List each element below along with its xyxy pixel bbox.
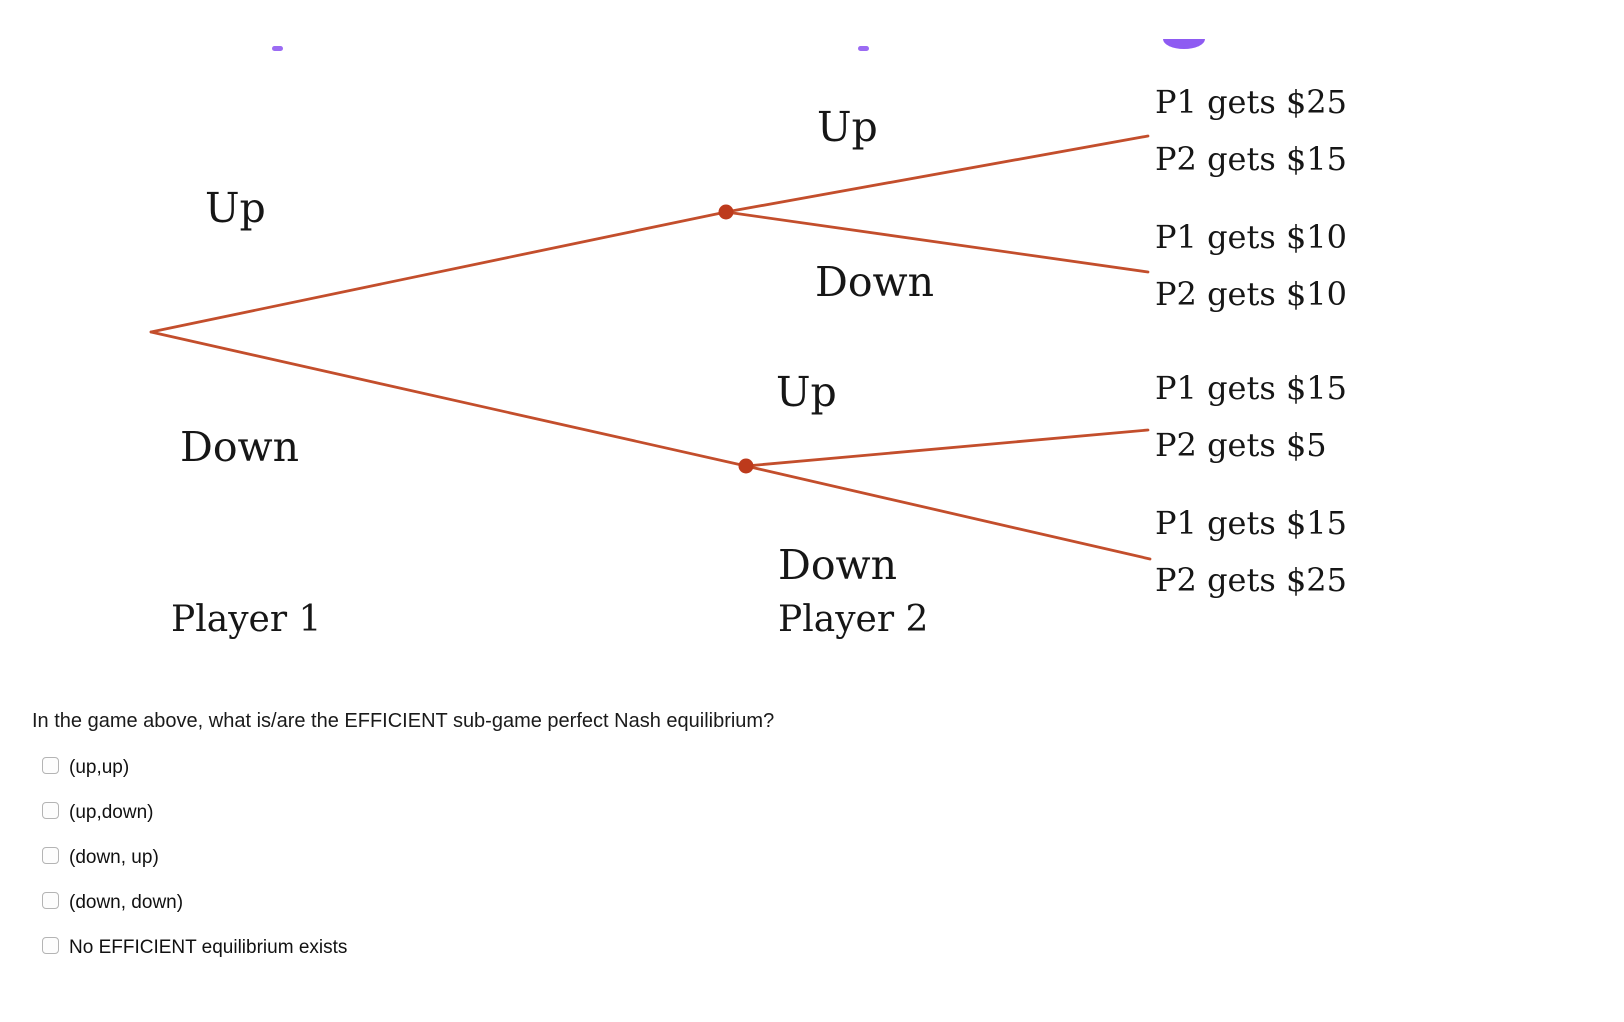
- checkbox-up-down[interactable]: [42, 802, 59, 819]
- option-label[interactable]: (down, up): [69, 847, 159, 868]
- option-row-down-down[interactable]: (down, down): [42, 891, 183, 914]
- branch-bottom-down: [744, 464, 1152, 561]
- decision-node-bottom: [738, 458, 754, 474]
- payoff-line: P1 gets $10: [1155, 218, 1348, 256]
- payoff-line: P1 gets $15: [1155, 369, 1348, 407]
- payoff-line: P2 gets $25: [1155, 561, 1348, 599]
- label-player1: Player 1: [171, 599, 322, 640]
- purple-dash-icon: [272, 46, 283, 51]
- payoff-group: P1 gets $15 P2 gets $5: [1155, 360, 1347, 474]
- payoff-group: P1 gets $15 P2 gets $25: [1155, 495, 1347, 609]
- checkbox-down-up[interactable]: [42, 847, 59, 864]
- checkbox-up-up[interactable]: [42, 757, 59, 774]
- label-p2-bottom-down: Down: [778, 541, 898, 589]
- payoff-group: P1 gets $10 P2 gets $10: [1155, 209, 1347, 323]
- payoff-line: P2 gets $15: [1155, 140, 1348, 178]
- option-row-up-down[interactable]: (up,down): [42, 801, 154, 824]
- payoff-group: P1 gets $25 P2 gets $15: [1155, 74, 1347, 188]
- branch-top-down: [724, 210, 1150, 274]
- payoff-line: P2 gets $5: [1155, 426, 1327, 464]
- option-row-up-up[interactable]: (up,up): [42, 756, 129, 779]
- label-p2-top-down: Down: [815, 258, 935, 306]
- branch-top-up: [724, 134, 1150, 214]
- checkbox-down-down[interactable]: [42, 892, 59, 909]
- option-label[interactable]: (up,up): [69, 757, 130, 778]
- purple-dash-icon: [858, 46, 869, 51]
- branch-root-down: [149, 330, 748, 468]
- checkbox-no-equilibrium[interactable]: [42, 937, 59, 954]
- option-label[interactable]: (down, down): [69, 892, 184, 913]
- option-row-no-equilibrium[interactable]: No EFFICIENT equilibrium exists: [42, 936, 347, 959]
- branch-root-up: [149, 210, 728, 334]
- payoff-line: P2 gets $10: [1155, 275, 1348, 313]
- label-p2-top-up: Up: [817, 103, 878, 151]
- label-player2: Player 2: [778, 599, 929, 640]
- game-tree-diagram: [149, 134, 1152, 561]
- label-p1-up: Up: [205, 184, 266, 232]
- branch-bottom-up: [744, 428, 1150, 468]
- label-p1-down: Down: [180, 423, 300, 471]
- payoff-line: P1 gets $25: [1155, 83, 1348, 121]
- decision-node-top: [718, 204, 734, 220]
- payoff-line: P1 gets $15: [1155, 504, 1348, 542]
- option-label[interactable]: No EFFICIENT equilibrium exists: [69, 937, 348, 958]
- question-text: In the game above, what is/are the EFFIC…: [32, 710, 775, 732]
- label-p2-bottom-up: Up: [776, 368, 837, 416]
- purple-arc-icon: [1163, 39, 1205, 49]
- option-row-down-up[interactable]: (down, up): [42, 846, 159, 869]
- option-label[interactable]: (up,down): [69, 802, 154, 823]
